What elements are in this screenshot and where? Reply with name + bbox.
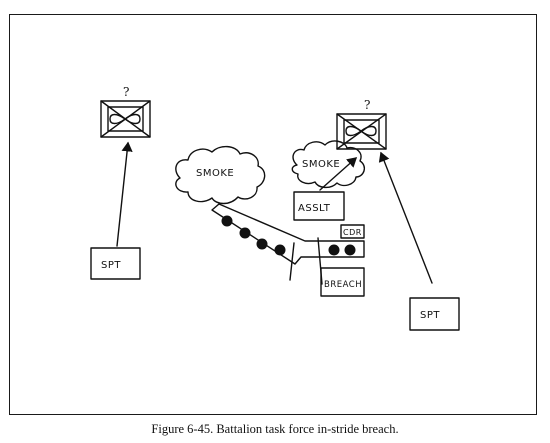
smoke-label-left: SMOKE xyxy=(196,168,234,179)
commander-unit: CDR xyxy=(340,224,365,239)
obstacle-left: ? xyxy=(100,85,151,138)
commander-label: CDR xyxy=(343,228,362,237)
support-unit-left: SPT xyxy=(90,247,141,280)
support-left-arrow xyxy=(116,141,133,247)
obstacle-right-question-mark: ? xyxy=(364,98,370,112)
figure-frame xyxy=(9,14,537,415)
assault-unit: ASSLT xyxy=(293,191,345,221)
obstacle-right: ? xyxy=(336,98,387,150)
obstacle-left-question-mark: ? xyxy=(123,85,129,99)
support-left-label: SPT xyxy=(101,260,121,271)
support-right-arrow xyxy=(378,151,433,284)
assault-label: ASSLT xyxy=(298,203,331,214)
smoke-cloud-right: SMOKE xyxy=(291,140,366,189)
assault-arrow xyxy=(319,157,358,191)
figure-caption: Figure 6-45. Battalion task force in-str… xyxy=(151,422,399,436)
breach-lane xyxy=(211,203,365,285)
support-unit-right: SPT xyxy=(409,297,460,331)
breach-label: BREACH xyxy=(324,280,362,290)
smoke-cloud-left: SMOKE xyxy=(175,145,266,205)
breach-unit: BREACH xyxy=(320,267,365,297)
smoke-label-right: SMOKE xyxy=(302,159,340,170)
support-right-label: SPT xyxy=(420,310,440,321)
